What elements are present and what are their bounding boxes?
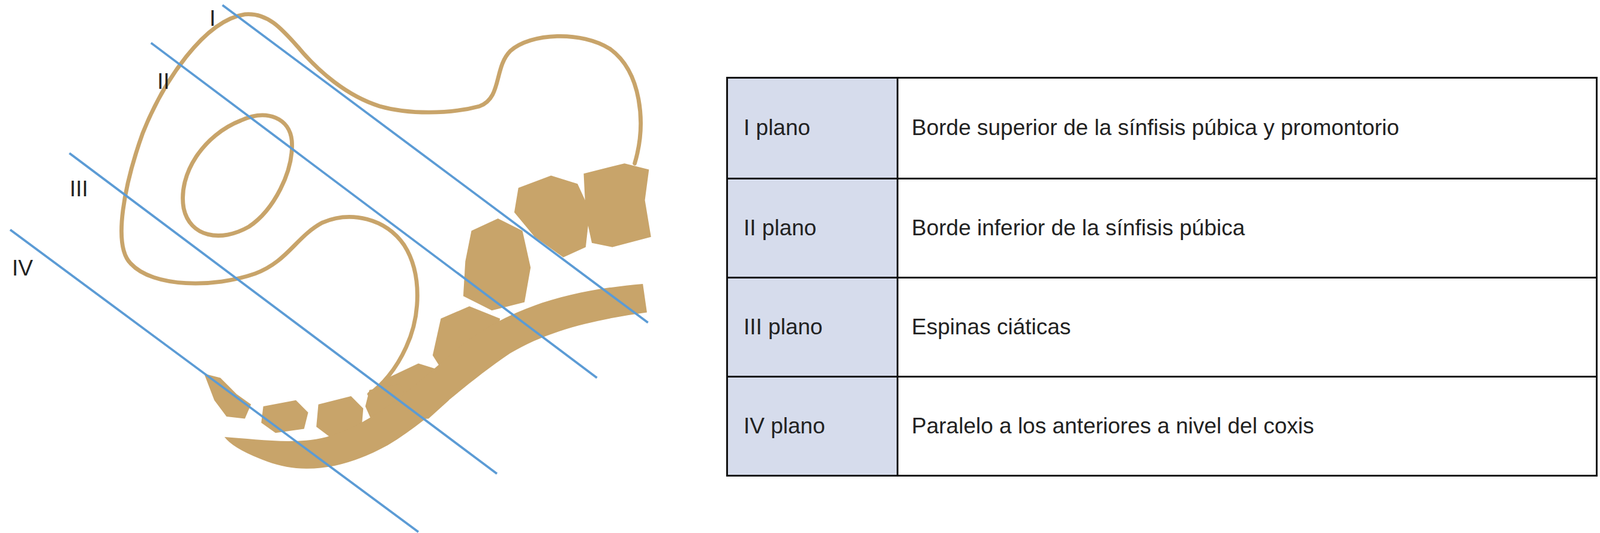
plane-description: Espinas ciáticas [911, 313, 1071, 341]
plane-line [222, 5, 649, 323]
plane-name: IV plano [743, 412, 826, 440]
plane-name-cell: IV plano [727, 377, 899, 475]
plane-name-cell: I plano [727, 78, 899, 178]
table-row: IV plano Paralelo a los anteriores a nive… [727, 375, 1596, 475]
plane-line [151, 42, 598, 378]
table-row: III plano Espinas ciáticas [727, 276, 1596, 376]
plane-description-cell: Espinas ciáticas [898, 278, 1596, 376]
plane-name: I plano [743, 114, 811, 142]
plane-description: Paralelo a los anteriores a nivel del co… [911, 412, 1314, 440]
organ-outline [121, 14, 641, 395]
callout-number: IV [12, 256, 34, 280]
table-row: II plano Borde inferior de la sínfisis pú… [727, 177, 1596, 277]
plane-description: Borde superior de la sínfisis púbica y p… [911, 114, 1399, 142]
bladder-outline [183, 115, 293, 236]
plane-description-cell: Paralelo a los anteriores a nivel del co… [898, 377, 1596, 475]
callout-number: I [209, 7, 216, 30]
coccyx [204, 373, 251, 419]
plane-name-cell: III plano [727, 278, 899, 376]
plane-name-cell: II plano [727, 179, 899, 277]
coccyx [261, 400, 308, 433]
plane-line [69, 153, 497, 474]
plane-description: Borde inferior de la sínfisis púbica [911, 214, 1245, 242]
plane-line [10, 229, 419, 533]
vertebra [583, 163, 652, 247]
plane-name: II plano [743, 214, 817, 242]
plane-description-cell: Borde inferior de la sínfisis púbica [898, 179, 1596, 277]
vertebra [463, 218, 531, 311]
callout-number: III [69, 177, 89, 200]
plane-name: III plano [743, 313, 823, 341]
table: I plano Borde superior de la sínfisis púb… [726, 76, 1598, 477]
table-row: I plano Borde superior de la sínfisis púb… [727, 78, 1596, 178]
callout-number: II [157, 70, 170, 93]
sacral-band [224, 283, 647, 469]
plane-description-cell: Borde superior de la sínfisis púbica y p… [898, 78, 1596, 178]
